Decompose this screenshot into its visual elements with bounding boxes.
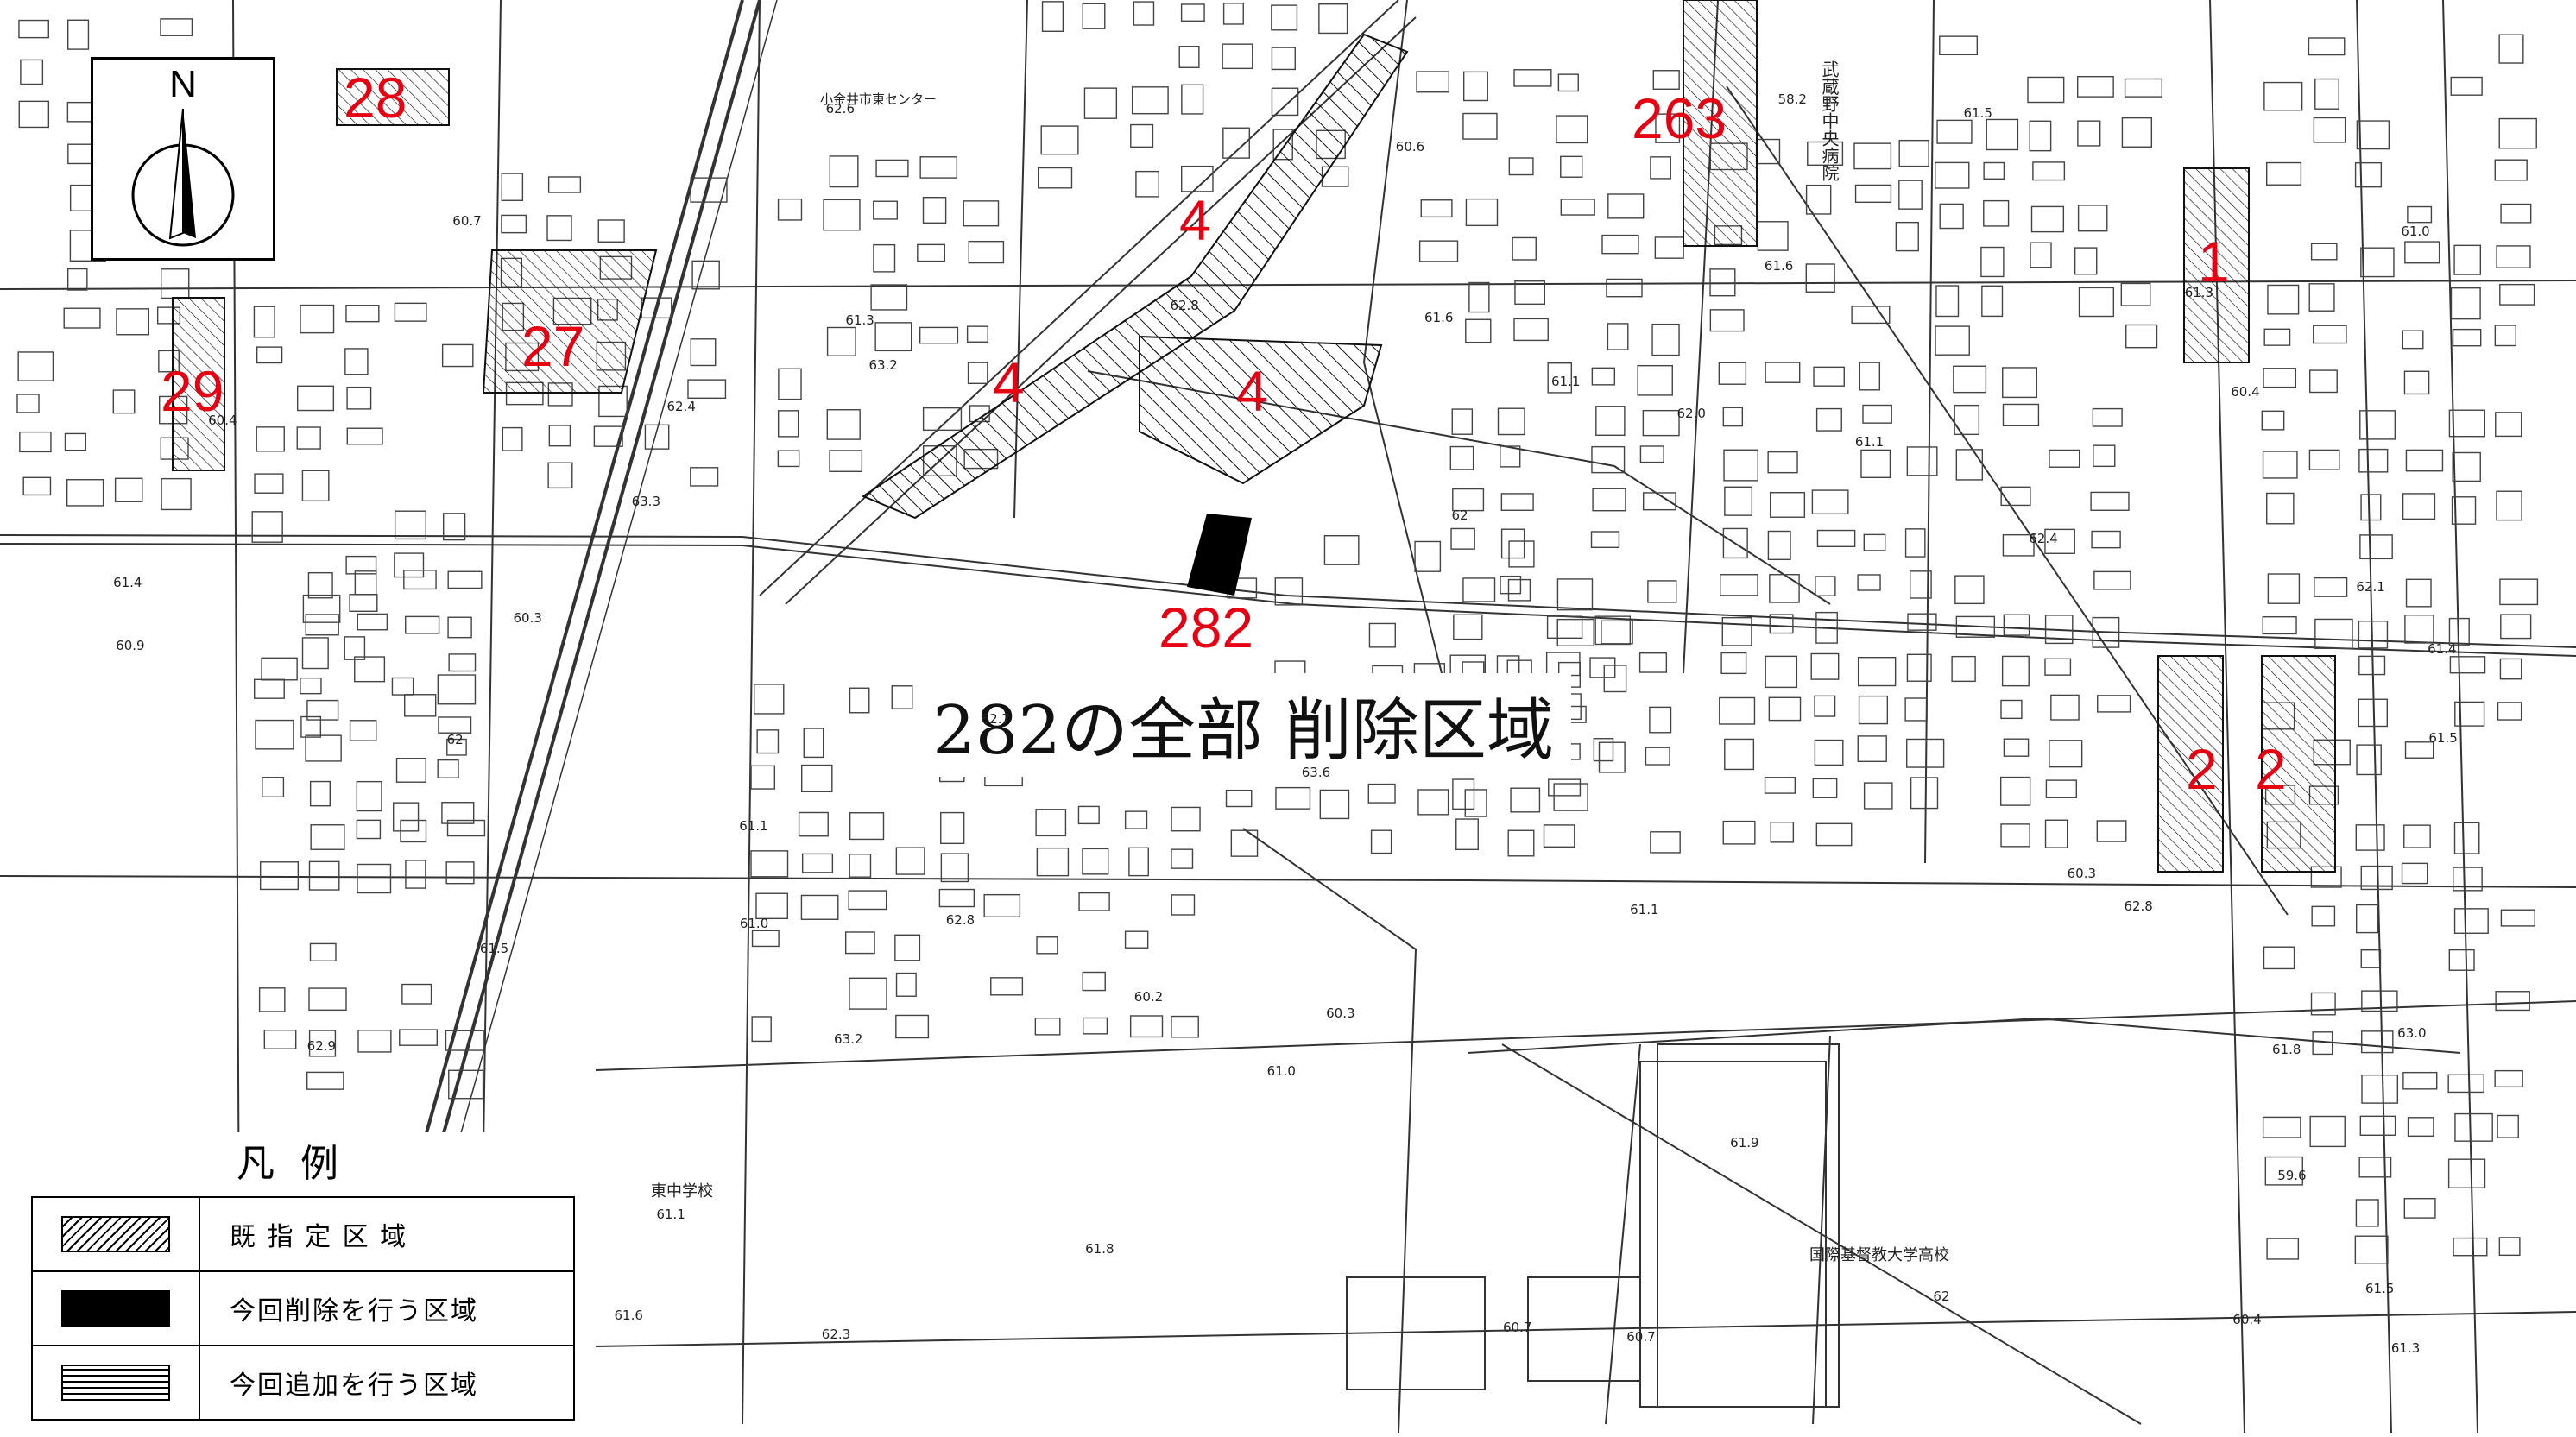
elevation-label: 62: [1933, 1289, 1950, 1305]
elevation-label: 61.4: [113, 575, 142, 591]
elevation-label: 60.7: [452, 213, 482, 230]
zone-label-4b: 4: [993, 350, 1025, 414]
place-label-center: 小金井市東センター: [820, 91, 938, 107]
designated-zones: [172, 0, 2336, 873]
elevation-label: 60.4: [2232, 1312, 2262, 1328]
elevation-label: 60.4: [208, 413, 237, 429]
elevation-label: 61.1: [739, 818, 768, 835]
elevation-label: 61.0: [2401, 223, 2430, 239]
elevation-label: 62.4: [2029, 531, 2058, 547]
legend-label: 今回削除を行う区域: [199, 1270, 575, 1346]
zone-label-282: 282: [1159, 596, 1254, 659]
zone-label-4c: 4: [1236, 359, 1268, 423]
legend-title: 凡 例: [237, 1142, 345, 1186]
place-label-university: 国際基督教大学高校: [1809, 1246, 1949, 1264]
elevation-label: 63.2: [834, 1031, 863, 1048]
elevation-label: 61.3: [2390, 1340, 2421, 1357]
elevation-label: 61.6: [614, 1308, 643, 1324]
elevation-label: 61.5: [2428, 729, 2458, 746]
elevation-label: 62.7: [981, 710, 1011, 727]
black-swatch-icon: [61, 1290, 170, 1327]
lines-swatch-icon: [61, 1365, 170, 1401]
elevation-label: 61.5: [479, 940, 509, 956]
elevation-label: 59.6: [2277, 1168, 2307, 1184]
elevation-label: 58.2: [1777, 91, 1807, 108]
elevation-label: 61.3: [2184, 284, 2214, 300]
elevation-label: 62: [446, 732, 464, 748]
elevation-label: 61.9: [1730, 1135, 1759, 1151]
elevation-label: 62.8: [945, 911, 975, 928]
elevation-label: 61.3: [845, 312, 874, 328]
north-arrow-icon: [131, 108, 235, 247]
elevation-label: 63.0: [2397, 1025, 2427, 1042]
elevation-label: 61.0: [739, 916, 769, 932]
legend-row: 今回削除を行う区域: [31, 1270, 575, 1346]
elevation-label: 63.2: [868, 357, 898, 374]
elevation-label: 61.8: [2272, 1042, 2301, 1058]
elevation-label: 62.0: [1676, 406, 1706, 422]
elevation-label: 62.8: [1170, 297, 1199, 313]
elevation-label: 61.0: [1266, 1063, 1296, 1080]
legend: 凡 例 既 指 定 区 域 今回削除を行う区域 今回追加を行う区域: [14, 1132, 592, 1433]
elevation-label: 60.3: [1326, 1005, 1355, 1021]
legend-label: 今回追加を行う区域: [199, 1345, 575, 1421]
elevation-label: 62.4: [666, 398, 696, 414]
elevation-label: 62.9: [306, 1038, 337, 1055]
place-label-hospital: 武蔵野中央病院: [1819, 60, 1840, 181]
elevation-label: 61.1: [1551, 373, 1581, 389]
elevation-label: 62.6: [825, 100, 855, 117]
elevation-label: 61.5: [2365, 1281, 2395, 1297]
zone-label-4a: 4: [1179, 188, 1211, 252]
elevation-label: 61.1: [656, 1207, 685, 1223]
elevation-label: 60.4: [2231, 383, 2260, 400]
elevation-label: 60.6: [1395, 138, 1425, 154]
legend-row: 今回追加を行う区域: [31, 1345, 575, 1421]
elevation-label: 61.5: [1963, 105, 1992, 122]
elevation-label: 60.2: [1133, 988, 1164, 1005]
elevation-label: 60.3: [2067, 865, 2097, 881]
elevation-label: 60.7: [1626, 1328, 1656, 1345]
hatch-swatch-icon: [61, 1216, 170, 1252]
compass: N: [91, 57, 275, 261]
elevation-label: 61.1: [1854, 433, 1885, 450]
elevation-label: 60.3: [513, 610, 542, 627]
legend-row: 既 指 定 区 域: [31, 1196, 575, 1272]
map-title: 282の全部 削除区域: [915, 673, 1571, 777]
zone-label-2a: 2: [2186, 737, 2218, 801]
legend-swatch-cell: [31, 1270, 200, 1346]
zone-label-27: 27: [521, 314, 585, 378]
zone-label-2b: 2: [2255, 737, 2287, 801]
elevation-label: 61.6: [1424, 310, 1454, 326]
elevation-label: 61.6: [1764, 257, 1794, 274]
place-label-school: 東中学校: [651, 1182, 713, 1201]
elevation-label: 61.1: [1630, 902, 1659, 918]
elevation-label: 60.9: [116, 638, 145, 654]
zone-label-29: 29: [161, 359, 224, 423]
north-label: N: [169, 63, 197, 105]
legend-swatch-cell: [31, 1345, 200, 1421]
elevation-label: 62.8: [2124, 898, 2153, 915]
elevation-label: 61.8: [1085, 1241, 1114, 1257]
legend-table: 既 指 定 区 域 今回削除を行う区域 今回追加を行う区域: [31, 1196, 575, 1421]
deletion-zone: [1187, 514, 1252, 596]
zone-label-1: 1: [2198, 230, 2230, 293]
zone-label-263: 263: [1632, 86, 1727, 150]
elevation-label: 62.1: [2356, 579, 2385, 596]
elevation-label: 63.3: [631, 494, 660, 510]
legend-label: 既 指 定 区 域: [199, 1196, 575, 1272]
elevation-label: 60.7: [1502, 1320, 1532, 1336]
elevation-label: 62: [1451, 507, 1468, 523]
zone-label-28: 28: [344, 66, 407, 129]
legend-swatch-cell: [31, 1196, 200, 1272]
elevation-label: 61.4: [2428, 640, 2457, 657]
elevation-label: 62.3: [821, 1326, 851, 1342]
elevation-label: 63.6: [1301, 765, 1331, 781]
